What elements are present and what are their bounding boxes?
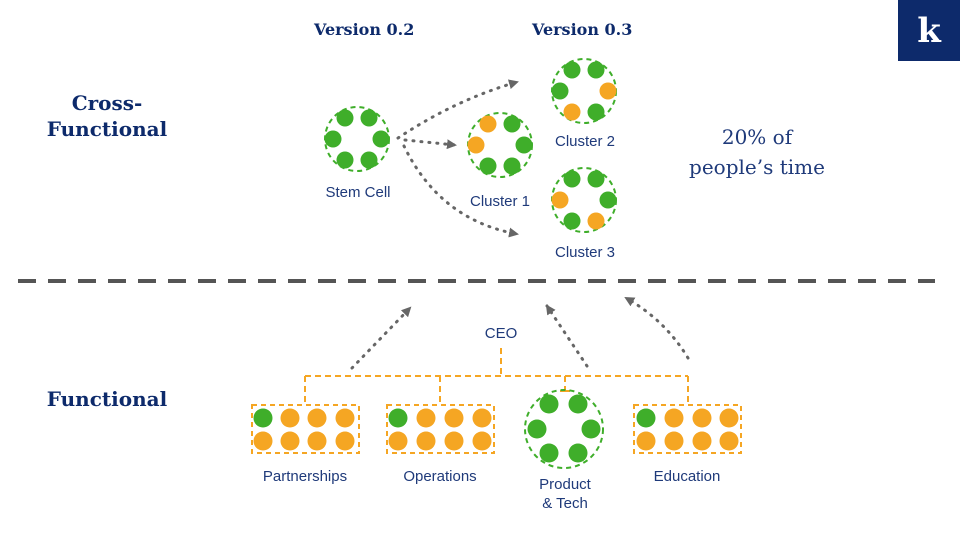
education-label: Education: [653, 468, 721, 485]
education-group: [633, 404, 742, 454]
partnerships-group: [251, 404, 360, 454]
cluster1-label: Cluster 1: [469, 193, 531, 210]
arrow-to-cluster2: [396, 79, 519, 140]
ceo-label: CEO: [484, 325, 518, 342]
cluster2-group: [551, 58, 617, 124]
arrow-product-up: [545, 304, 589, 368]
functional-label: Functional: [46, 387, 168, 411]
product-tech-label: Product & Tech: [515, 475, 615, 513]
cluster1-group: [467, 112, 533, 178]
arrow-education-up: [624, 296, 690, 360]
operations-group: [386, 404, 495, 454]
company-logo: k: [898, 0, 960, 61]
partnerships-label: Partnerships: [262, 468, 348, 485]
product-tech-line2: & Tech: [542, 495, 588, 512]
cluster3-label: Cluster 3: [554, 244, 616, 261]
version-0-2-header: Version 0.2: [314, 20, 415, 39]
version-0-3-header: Version 0.3: [532, 20, 633, 39]
arrow-partnerships-up: [350, 306, 412, 370]
cluster3-group: [551, 167, 617, 233]
product-tech-group: [524, 389, 604, 469]
time-share-line1: 20% of: [721, 125, 793, 149]
product-tech-line1: Product: [539, 476, 591, 493]
arrow-to-cluster3: [402, 144, 519, 238]
cluster2-label: Cluster 2: [554, 133, 616, 150]
stem-cell-group: [324, 106, 390, 172]
arrow-to-cluster1: [403, 138, 457, 150]
cross-functional-line2: Functional: [46, 117, 168, 141]
org-chart-lines: [304, 348, 689, 404]
time-share-line2: people’s time: [689, 155, 825, 179]
cross-functional-line1: Cross-: [71, 91, 143, 115]
stem-cell-label: Stem Cell: [325, 184, 391, 201]
cross-functional-label: Cross- Functional: [40, 90, 174, 142]
operations-label: Operations: [403, 468, 477, 485]
time-share-note: 20% of people’s time: [680, 122, 834, 182]
